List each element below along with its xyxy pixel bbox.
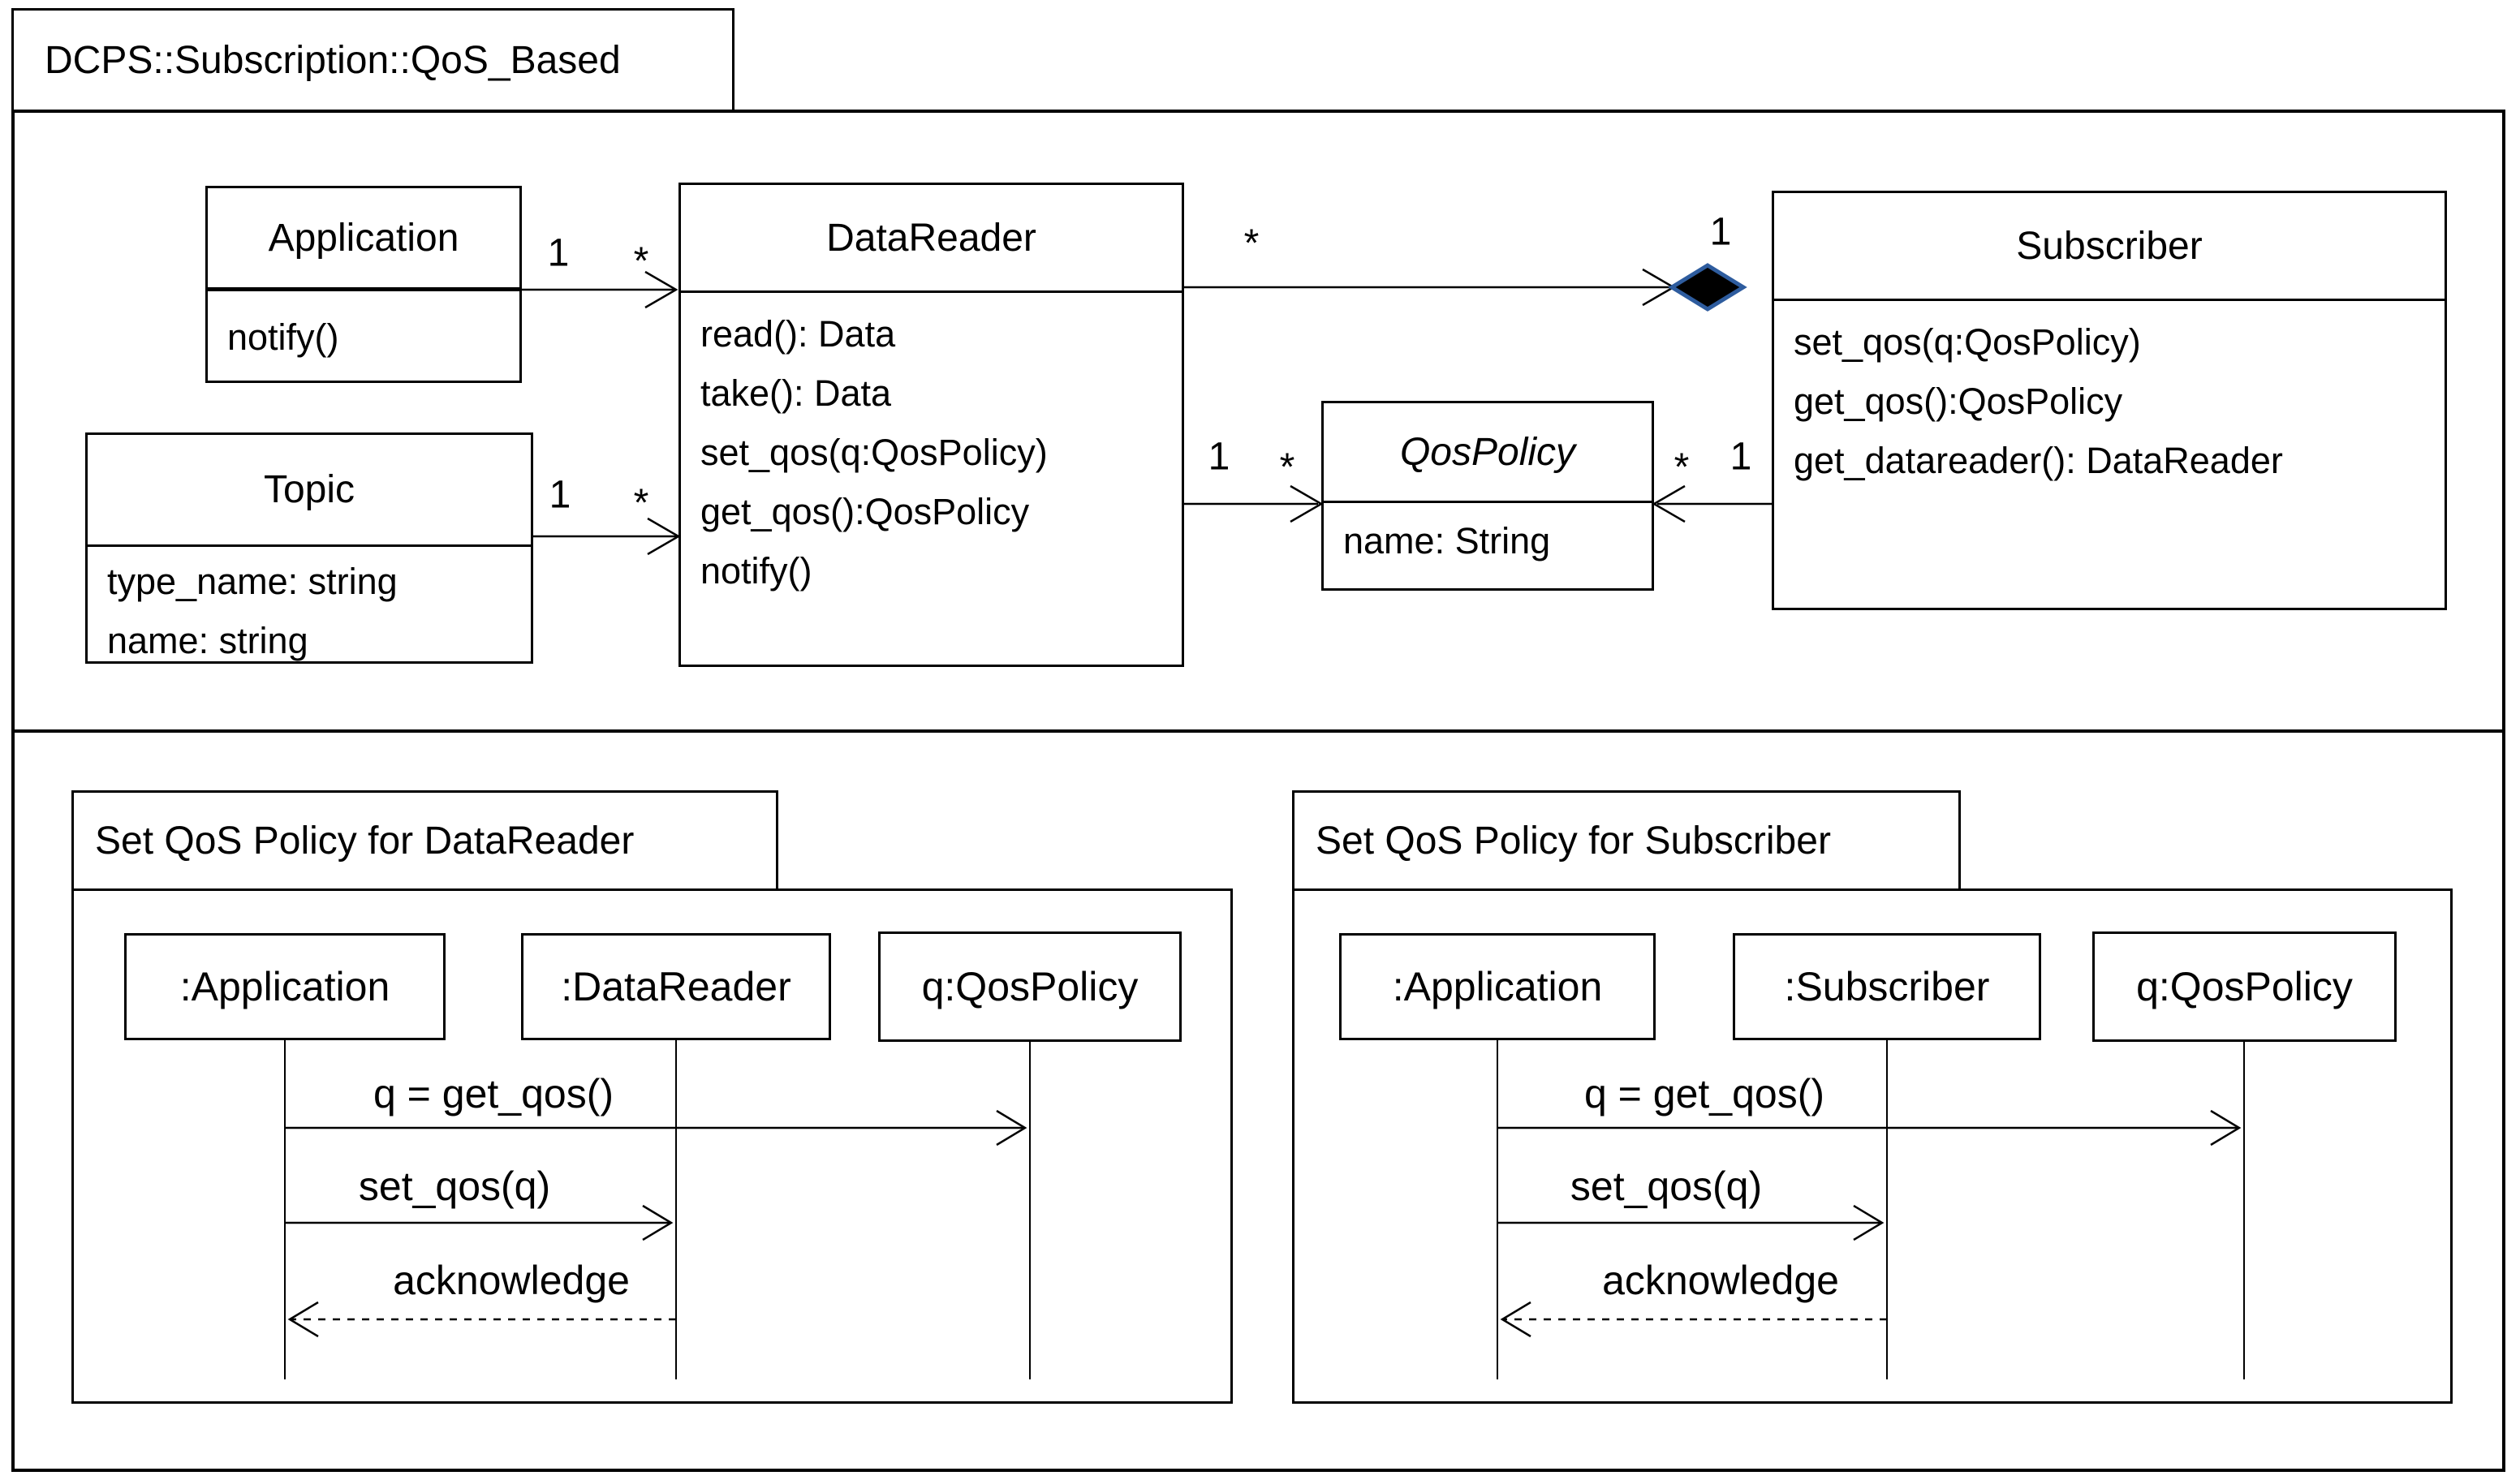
class-member: name: string bbox=[107, 620, 308, 661]
lifeline-head-datareader: :DataReader bbox=[521, 933, 831, 1040]
class-title: DataReader bbox=[826, 216, 1036, 260]
open-arrowhead-icon bbox=[2210, 1109, 2242, 1147]
multiplicity-label: 1 bbox=[547, 231, 570, 275]
lifeline-head-application: :Application bbox=[124, 933, 446, 1040]
open-arrowhead-icon bbox=[996, 1109, 1027, 1147]
open-arrowhead-icon bbox=[1853, 1204, 1885, 1241]
class-title: Topic bbox=[263, 468, 355, 511]
section-divider bbox=[11, 729, 2505, 733]
multiplicity-label: * bbox=[633, 481, 649, 525]
package-title-tab: DCPS::Subscription::QoS_Based bbox=[11, 8, 734, 112]
class-member: notify() bbox=[227, 316, 339, 358]
class-member: get_qos():QosPolicy bbox=[700, 491, 1030, 532]
class-member: name: String bbox=[1343, 520, 1551, 561]
class-application: Application notify() bbox=[205, 186, 522, 383]
class-title: Application bbox=[268, 216, 459, 260]
class-topic: Topic type_name: string name: string bbox=[85, 432, 533, 664]
multiplicity-label: 1 bbox=[549, 473, 571, 517]
open-arrowhead-icon bbox=[1500, 1301, 1531, 1338]
message-label: set_qos(q) bbox=[358, 1164, 551, 1209]
class-member: take(): Data bbox=[700, 372, 892, 414]
message-label: q = get_qos() bbox=[1583, 1071, 1825, 1116]
lifeline-head-application: :Application bbox=[1339, 933, 1656, 1040]
class-subscriber: Subscriber set_qos(q:QosPolicy) get_qos(… bbox=[1772, 191, 2447, 610]
class-member: type_name: string bbox=[107, 561, 398, 602]
class-datareader: DataReader read(): Data take(): Data set… bbox=[678, 183, 1184, 667]
message-label: acknowledge bbox=[393, 1258, 630, 1303]
lifeline-head-qospolicy: q:QosPolicy bbox=[878, 931, 1182, 1042]
class-member: notify() bbox=[700, 550, 812, 592]
class-title: QosPolicy bbox=[1399, 430, 1576, 474]
package-frame bbox=[11, 110, 2505, 1472]
lifeline-head-qospolicy: q:QosPolicy bbox=[2092, 931, 2397, 1042]
sequence-title-tab-datareader: Set QoS Policy for DataReader bbox=[71, 790, 778, 891]
class-member: get_qos():QosPolicy bbox=[1794, 381, 2123, 422]
class-qospolicy: QosPolicy name: String bbox=[1321, 401, 1654, 591]
sequence-title-tab-subscriber: Set QoS Policy for Subscriber bbox=[1292, 790, 1961, 891]
open-arrowhead-icon bbox=[1652, 484, 1686, 523]
message-label: set_qos(q) bbox=[1570, 1164, 1763, 1209]
message-label: q = get_qos() bbox=[373, 1071, 614, 1116]
class-member: set_qos(q:QosPolicy) bbox=[700, 432, 1048, 473]
sequence-title: Set QoS Policy for DataReader bbox=[95, 819, 635, 863]
open-arrowhead-icon bbox=[644, 270, 678, 309]
lifeline-head-subscriber: :Subscriber bbox=[1733, 933, 2041, 1040]
filled-diamond-icon bbox=[1668, 263, 1747, 312]
message-label: acknowledge bbox=[1602, 1258, 1839, 1303]
multiplicity-label: 1 bbox=[1709, 210, 1732, 254]
class-member: set_qos(q:QosPolicy) bbox=[1794, 321, 2141, 363]
multiplicity-label: * bbox=[1243, 222, 1260, 265]
class-member: read(): Data bbox=[700, 313, 896, 355]
open-arrowhead-icon bbox=[287, 1301, 319, 1338]
multiplicity-label: * bbox=[1279, 445, 1295, 489]
open-arrowhead-icon bbox=[642, 1204, 674, 1241]
multiplicity-label: 1 bbox=[1730, 435, 1752, 479]
class-title: Subscriber bbox=[2016, 224, 2203, 268]
package-title: DCPS::Subscription::QoS_Based bbox=[45, 38, 621, 82]
sequence-title: Set QoS Policy for Subscriber bbox=[1316, 819, 1831, 863]
multiplicity-label: * bbox=[1674, 445, 1690, 489]
multiplicity-label: * bbox=[633, 239, 649, 283]
class-member: get_datareader(): DataReader bbox=[1794, 440, 2283, 481]
multiplicity-label: 1 bbox=[1208, 435, 1230, 479]
